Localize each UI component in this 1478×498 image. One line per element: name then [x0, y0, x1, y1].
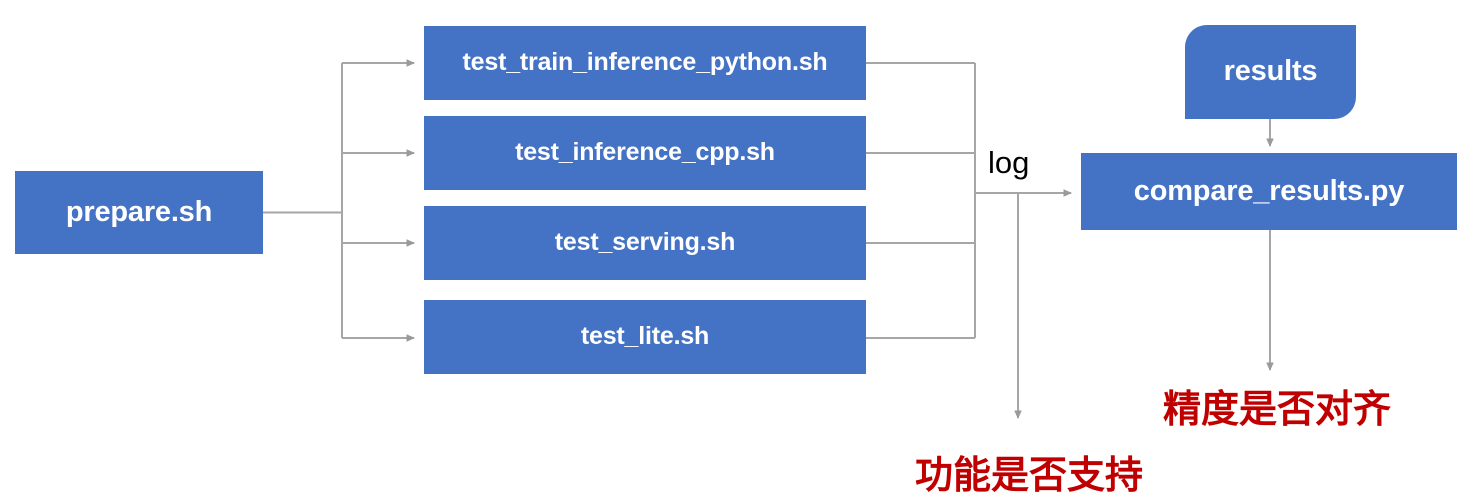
node-test-inference-cpp-sh-label: test_inference_cpp.sh [515, 138, 775, 167]
node-prepare-sh[interactable]: prepare.sh [15, 171, 263, 254]
node-results[interactable]: results [1185, 25, 1356, 119]
node-test-inference-cpp-sh[interactable]: test_inference_cpp.sh [424, 116, 866, 190]
node-test-lite-sh-label: test_lite.sh [580, 322, 710, 351]
node-test-lite-sh[interactable]: test_lite.sh [424, 300, 866, 374]
node-test-serving-sh[interactable]: test_serving.sh [424, 206, 866, 280]
node-test-serving-sh-label: test_serving.sh [554, 228, 736, 257]
node-compare-results-py[interactable]: compare_results.py [1081, 153, 1457, 230]
node-prepare-sh-label: prepare.sh [65, 195, 213, 228]
note-feature-support: 功能是否支持 [915, 453, 1144, 497]
node-test-train-inference-python-sh[interactable]: test_train_inference_python.sh [424, 26, 866, 100]
edge-label-log: log [988, 145, 1030, 180]
node-results-label: results [1223, 55, 1318, 88]
node-compare-results-py-label: compare_results.py [1133, 174, 1405, 207]
node-test-train-inference-python-sh-label: test_train_inference_python.sh [462, 48, 828, 77]
note-precision-aligned: 精度是否对齐 [1163, 387, 1392, 431]
